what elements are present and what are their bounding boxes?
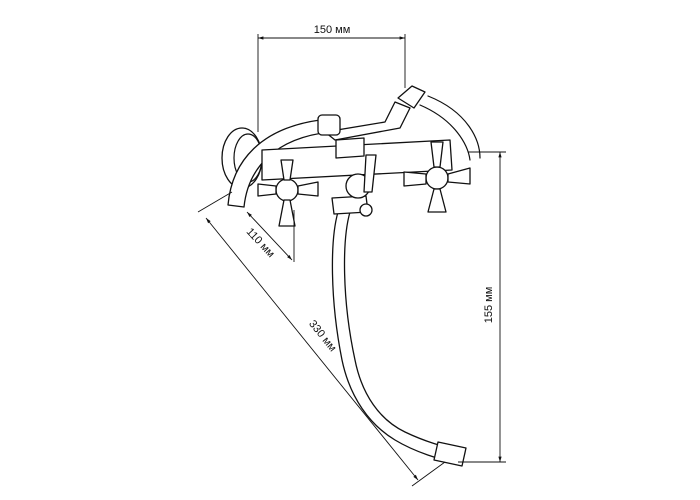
spout (331, 211, 467, 467)
dimension-155: 155 мм (458, 151, 506, 463)
mixer-body (261, 85, 453, 215)
dimension-label-155: 155 мм (483, 287, 495, 324)
right-handle (403, 141, 471, 213)
dimension-label-150: 150 мм (314, 24, 351, 36)
dimension-label-330: 330 мм (306, 318, 338, 354)
dimension-label-110: 110 мм (244, 226, 277, 260)
dimension-150: 150 мм (257, 24, 406, 132)
center-lever (345, 154, 377, 217)
